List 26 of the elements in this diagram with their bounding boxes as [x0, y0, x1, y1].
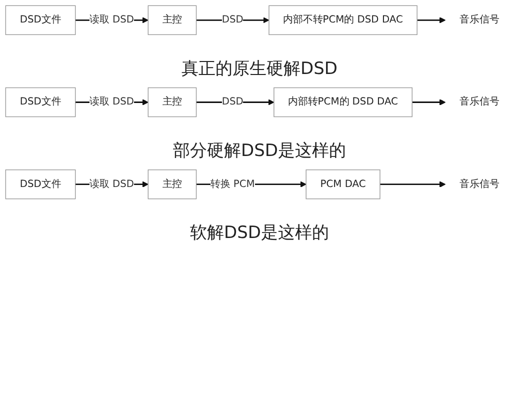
node-box	[148, 5, 197, 36]
node-box	[274, 87, 412, 118]
arrow	[196, 99, 274, 106]
node-box	[268, 5, 418, 36]
row-caption: 真正的原生硬解DSD	[182, 58, 338, 80]
node-box	[5, 169, 76, 200]
row-caption: 部分硬解DSD是这样的	[173, 140, 346, 162]
arrow	[417, 17, 446, 24]
node-box	[148, 87, 197, 118]
node-box	[306, 169, 380, 200]
node-box	[5, 87, 76, 118]
edge-label: 读取 DSD	[89, 14, 134, 26]
node-text: 音乐信号	[460, 178, 500, 190]
node-box	[5, 5, 76, 36]
row-caption: 软解DSD是这样的	[190, 222, 329, 244]
edge-label: 读取 DSD	[89, 178, 134, 190]
edge-label: 读取 DSD	[89, 96, 134, 108]
arrow	[380, 181, 446, 188]
arrow	[196, 17, 270, 24]
edge-label: DSD	[222, 14, 244, 26]
edge-label: DSD	[222, 96, 244, 108]
node-text: 音乐信号	[460, 14, 500, 26]
node-text: 音乐信号	[460, 96, 500, 108]
arrow	[412, 99, 446, 106]
edge-label: 转换 PCM	[210, 178, 255, 190]
node-box	[148, 169, 197, 200]
